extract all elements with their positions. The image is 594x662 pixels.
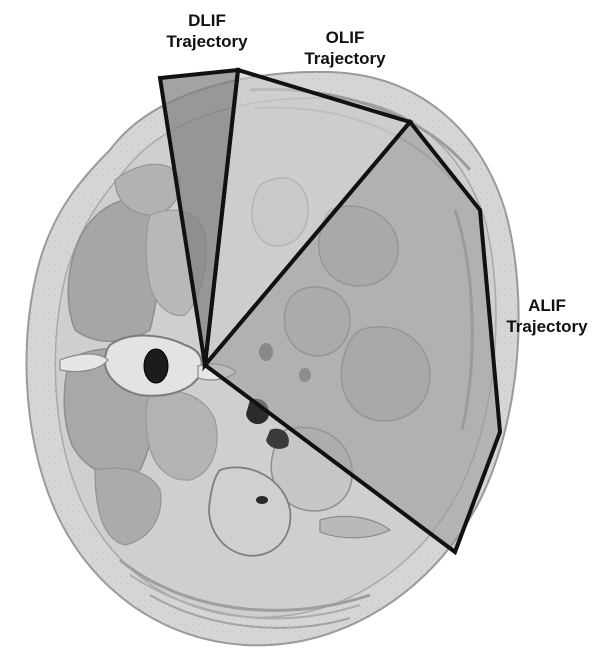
spinal-canal (144, 349, 168, 383)
dlif-trajectory-label: DLIF Trajectory (152, 10, 262, 52)
alif-label-line2: Trajectory (500, 316, 594, 337)
alif-trajectory-label: ALIF Trajectory (500, 295, 594, 337)
dlif-label-line1: DLIF (152, 10, 262, 31)
olif-label-line1: OLIF (290, 27, 400, 48)
dlif-label-line2: Trajectory (152, 31, 262, 52)
olif-trajectory-label: OLIF Trajectory (290, 27, 400, 69)
alif-label-line1: ALIF (500, 295, 594, 316)
olif-label-line2: Trajectory (290, 48, 400, 69)
